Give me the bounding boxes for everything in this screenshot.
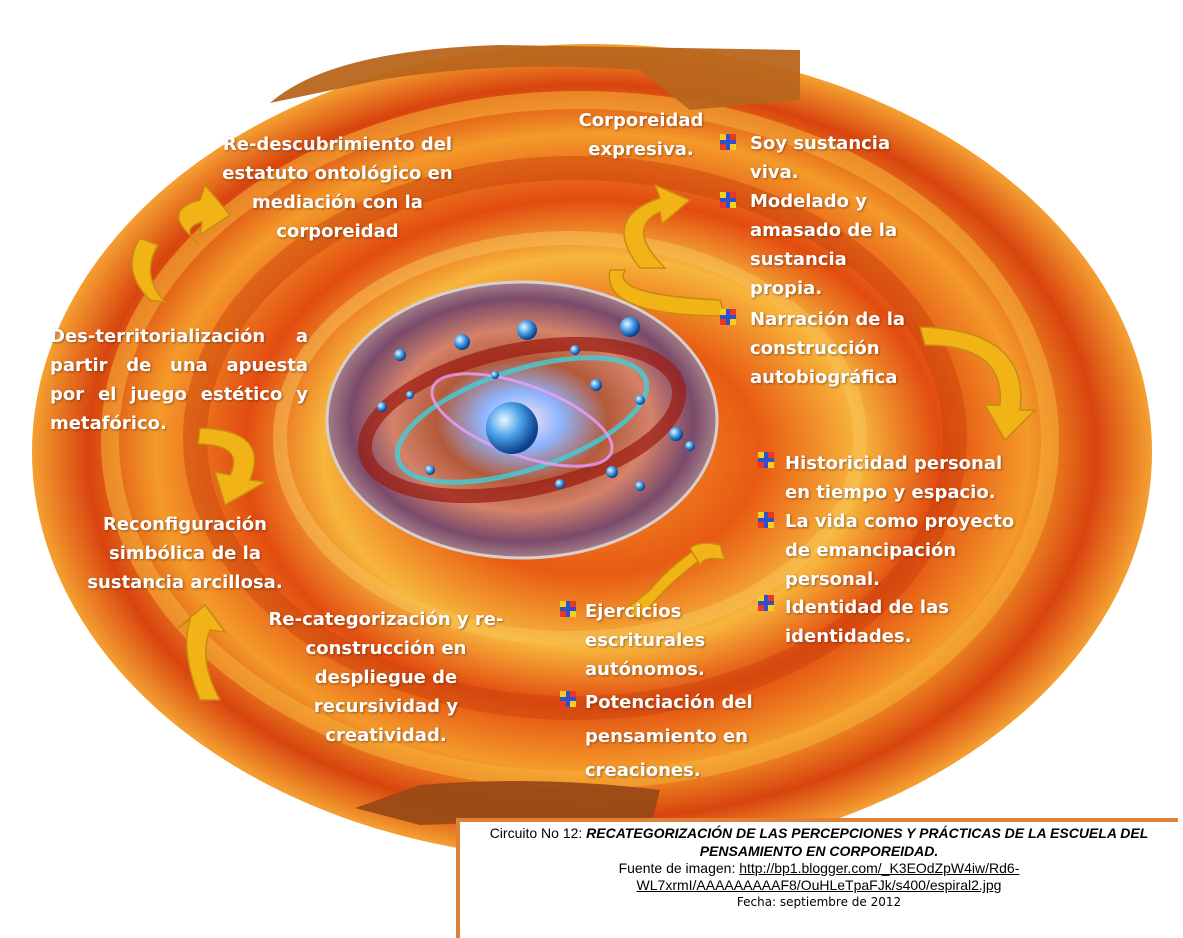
bullet-identidad: Identidad de las identidades. xyxy=(785,593,985,651)
caption-prefix: Circuito No 12: xyxy=(490,825,586,841)
bullet-ejercicios: Ejercicios escriturales autónomos. xyxy=(585,597,730,684)
text-reconfiguracion: Reconfiguración simbólica de la sustanci… xyxy=(70,510,300,597)
bullet-plus-icon xyxy=(720,309,736,325)
text-re-categorizacion: Re-categorización y re-construcción en d… xyxy=(262,605,510,750)
text-des-territorializacion: Des-territorialización a partir de una a… xyxy=(50,322,308,438)
caption-title-text: RECATEGORIZACIÓN DE LAS PERCEPCIONES Y P… xyxy=(586,825,1148,859)
bullet-plus-icon xyxy=(758,452,774,468)
bullet-modelado: Modelado y amasado de la sustancia propi… xyxy=(750,187,920,303)
bullet-narracion: Narración de la construcción autobiográf… xyxy=(750,305,910,392)
corporeidad-label: Corporeidad expresiva. xyxy=(566,106,716,164)
bullet-potenciacion: Potenciación del pensamiento en creacion… xyxy=(585,686,775,788)
caption-box: Circuito No 12: RECATEGORIZACIÓN DE LAS … xyxy=(456,818,1178,938)
caption-source: Fuente de imagen: http://bp1.blogger.com… xyxy=(460,860,1178,894)
bullet-plus-icon xyxy=(758,512,774,528)
caption-source-label: Fuente de imagen: xyxy=(619,860,740,876)
bullet-plus-icon xyxy=(720,134,736,150)
caption-date: Fecha: septiembre de 2012 xyxy=(460,894,1178,911)
bullet-soy-sustancia: Soy sustancia viva. xyxy=(750,129,910,187)
bullet-plus-icon xyxy=(758,595,774,611)
bullet-la-vida: La vida como proyecto de emancipación pe… xyxy=(785,507,1025,594)
center-bubble xyxy=(486,402,538,454)
text-re-descubrimiento: Re-descubrimiento del estatuto ontológic… xyxy=(205,130,470,246)
bullet-plus-icon xyxy=(560,601,576,617)
bullet-historicidad: Historicidad personal en tiempo y espaci… xyxy=(785,449,1025,507)
caption-title: Circuito No 12: RECATEGORIZACIÓN DE LAS … xyxy=(460,824,1178,860)
bullet-plus-icon xyxy=(560,691,576,707)
bullet-plus-icon xyxy=(720,192,736,208)
